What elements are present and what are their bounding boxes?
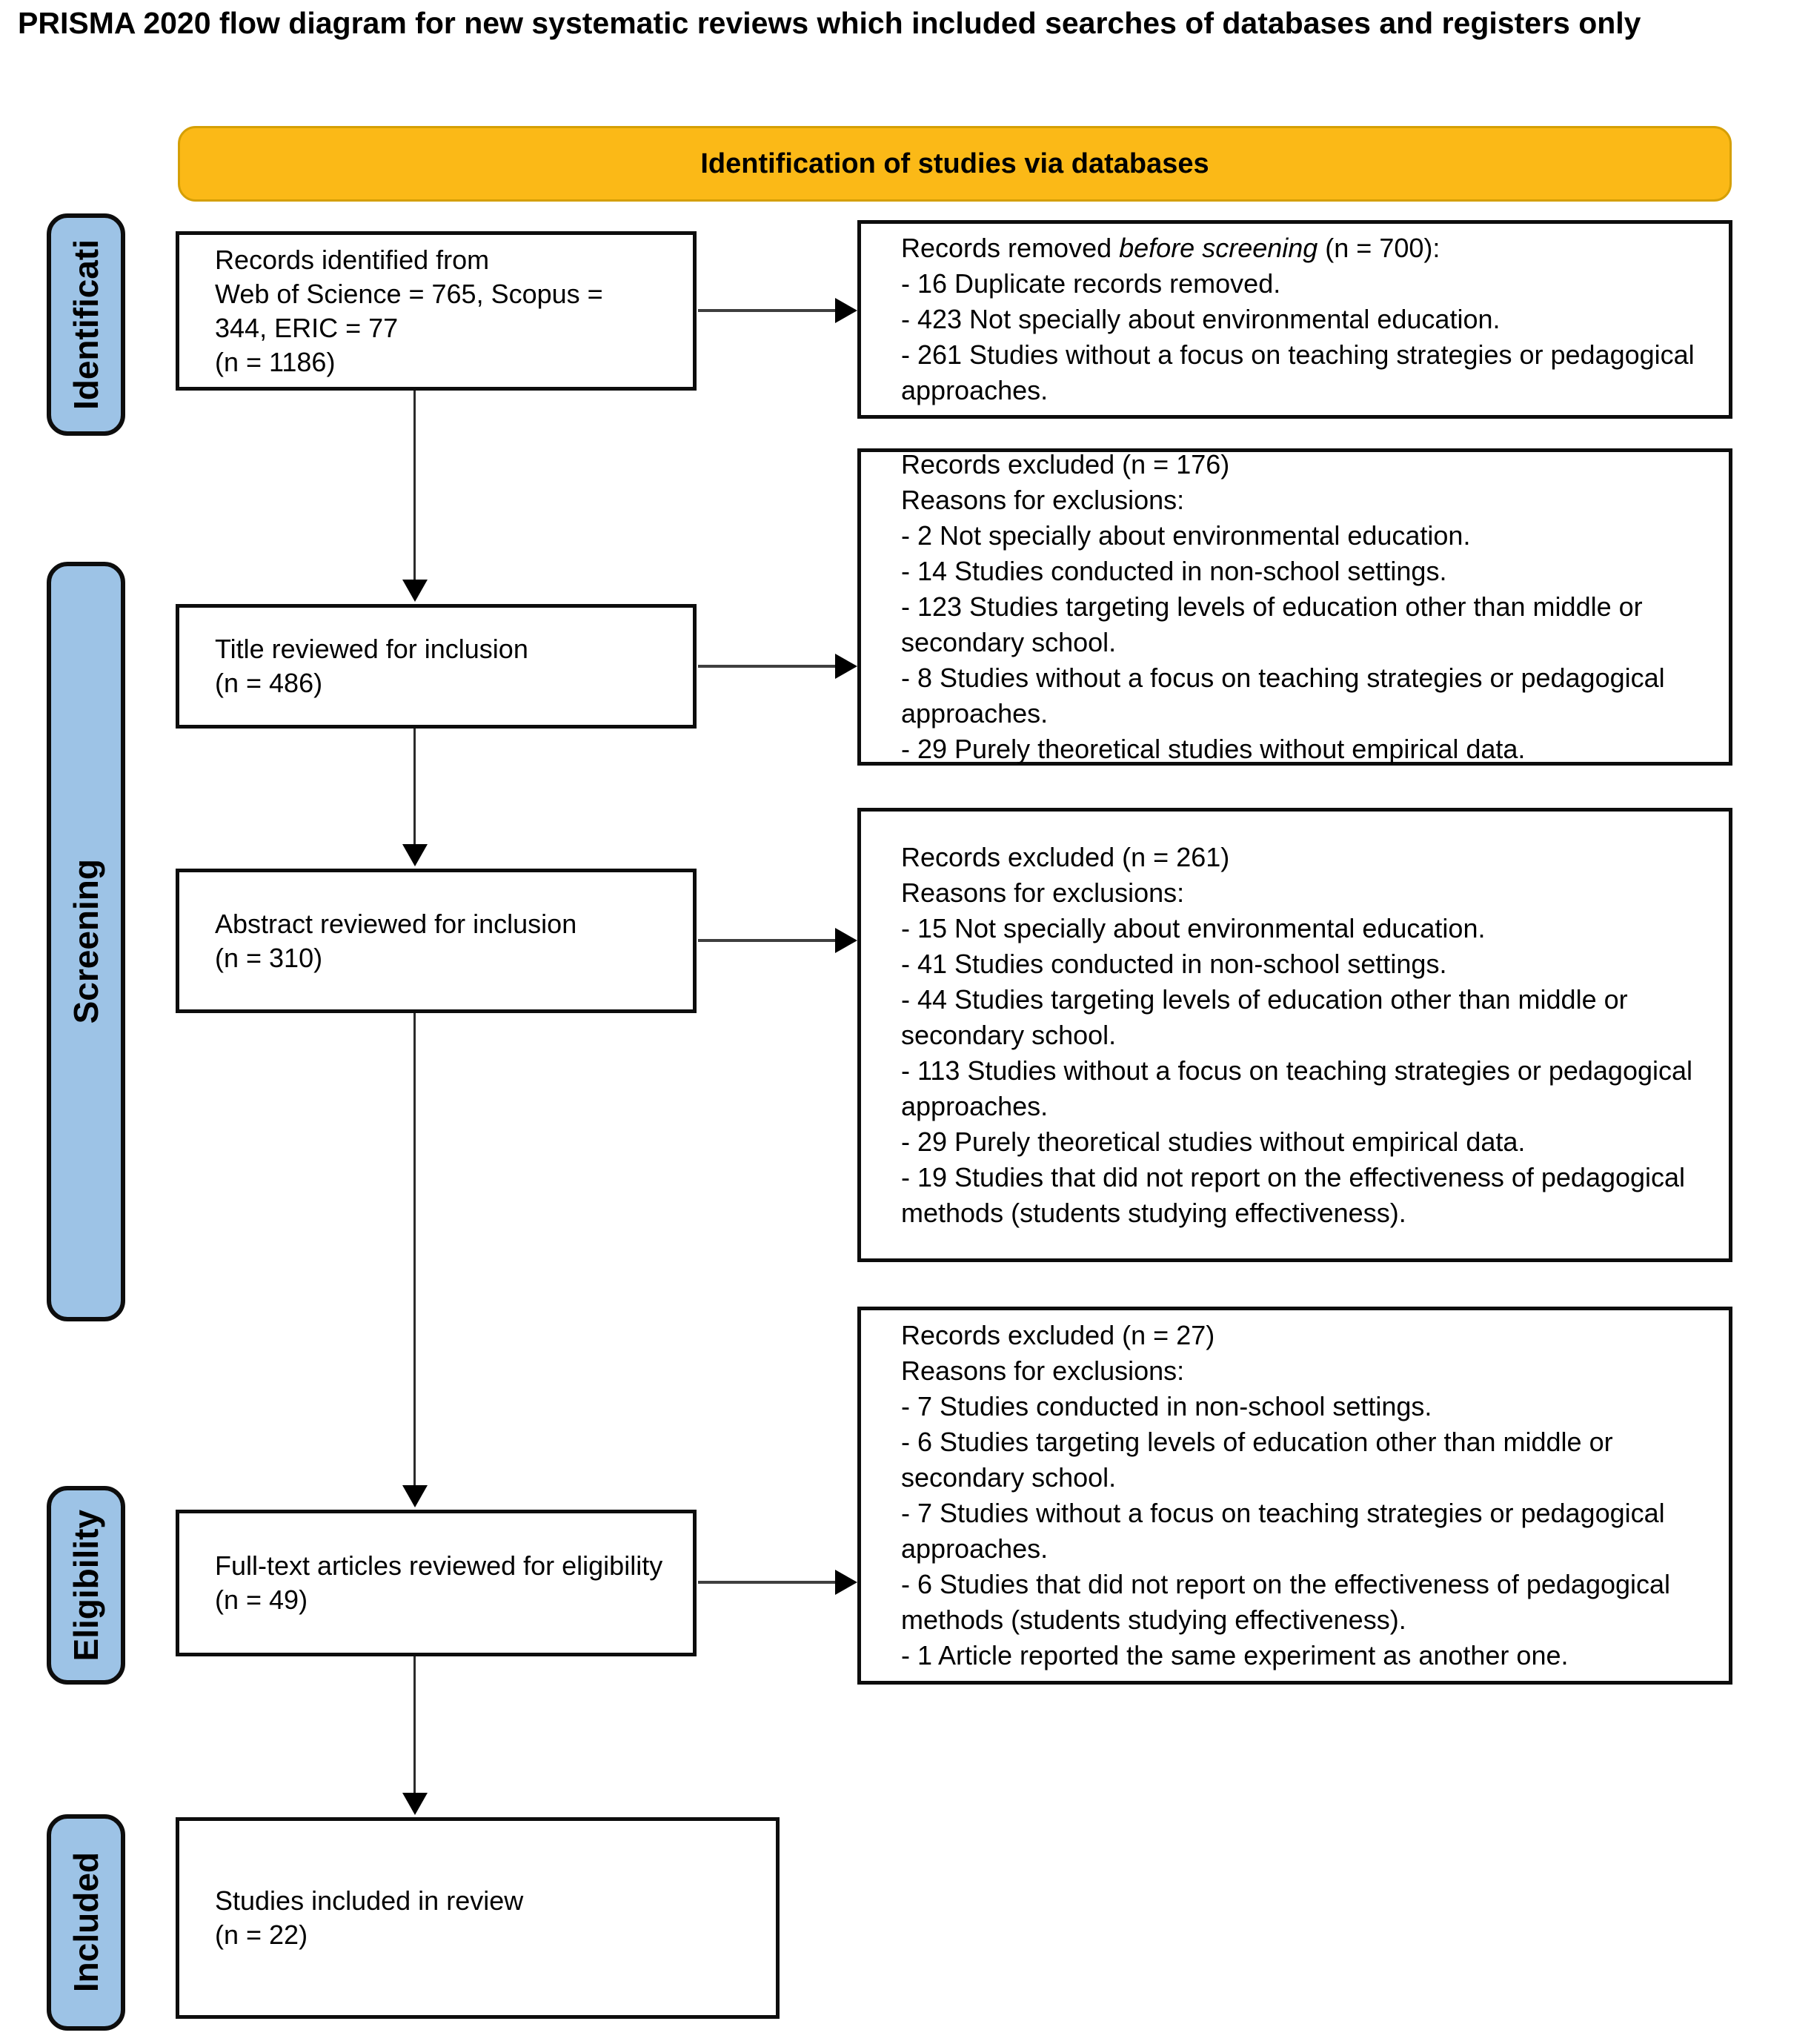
exclusion-header-italic: before screening [1119, 233, 1318, 263]
arrow-abstract-to-fulltext-head [402, 1485, 428, 1507]
exclusion-box-title-stage: Records excluded (n = 176) Reasons for e… [857, 448, 1732, 766]
arrow-identified-to-removed-line [698, 309, 837, 312]
flow-box-fulltext-reviewed: Full-text articles reviewed for eligibil… [176, 1510, 697, 1656]
arrow-fulltext-to-included-head [402, 1793, 428, 1815]
box-text-line: (n = 1186) [215, 346, 336, 377]
arrow-identified-to-title-head [402, 580, 428, 602]
arrow-identified-to-removed-head [835, 298, 857, 323]
stage-label-included: Included [47, 1814, 125, 2031]
exclusion-bullet: - 19 Studies that did not report on the … [901, 1161, 1686, 1228]
box-text-line: Title reviewed for inclusion [215, 634, 528, 664]
exclusion-bullet: - 1 Article reported the same experiment… [901, 1640, 1569, 1670]
exclusion-subheader: Reasons for exclusions: [901, 1356, 1185, 1386]
box-text-line: (n = 486) [215, 668, 323, 698]
exclusion-subheader: Reasons for exclusions: [901, 485, 1185, 515]
exclusion-bullet: - 8 Studies without a focus on teaching … [901, 663, 1665, 729]
exclusion-bullet: - 15 Not specially about environmental e… [901, 912, 1486, 943]
exclusion-bullet: - 6 Studies targeting levels of educatio… [901, 1427, 1613, 1493]
exclusion-bullet: - 14 Studies conducted in non-school set… [901, 556, 1447, 586]
exclusion-bullet: - 123 Studies targeting levels of educat… [901, 591, 1643, 657]
arrow-title-to-abstract-line [413, 729, 416, 844]
arrow-fulltext-to-excluded-head [835, 1570, 857, 1595]
box-text-line: Web of Science = 765, Scopus = [215, 278, 603, 309]
exclusion-bullet: - 7 Studies without a focus on teaching … [901, 1498, 1665, 1564]
arrow-title-to-excluded-head [835, 654, 857, 679]
exclusion-subheader: Reasons for exclusions: [901, 877, 1185, 908]
flow-box-studies-included: Studies included in review (n = 22) [176, 1817, 780, 2019]
exclusion-header: Records excluded (n = 176) [901, 449, 1230, 480]
flow-box-abstract-reviewed: Abstract reviewed for inclusion (n = 310… [176, 869, 697, 1013]
exclusion-bullet: - 113 Studies without a focus on teachin… [901, 1055, 1693, 1121]
page-title: PRISMA 2020 flow diagram for new systema… [18, 6, 1641, 40]
exclusion-header: Records excluded (n = 27) [901, 1320, 1215, 1350]
exclusion-bullet: - 2 Not specially about environmental ed… [901, 520, 1471, 551]
arrow-abstract-to-fulltext-line [413, 1013, 416, 1485]
exclusion-bullet: - 29 Purely theoretical studies without … [901, 734, 1526, 764]
exclusion-box-before-screening: Records removed before screening (n = 70… [857, 220, 1732, 419]
flow-box-records-identified: Records identified from Web of Science =… [176, 231, 697, 391]
box-text-line: Records identified from [215, 244, 490, 275]
exclusion-bullet: - 44 Studies targeting levels of educati… [901, 983, 1628, 1050]
exclusion-bullet: - 7 Studies conducted in non-school sett… [901, 1391, 1432, 1421]
exclusion-bullet: - 16 Duplicate records removed. [901, 268, 1281, 299]
arrow-title-to-abstract-head [402, 844, 428, 866]
exclusion-bullet: - 261 Studies without a focus on teachin… [901, 339, 1695, 405]
exclusion-bullet: - 41 Studies conducted in non-school set… [901, 948, 1447, 979]
box-text-line: (n = 49) [215, 1585, 308, 1615]
exclusion-header: Records removed before screening (n = 70… [901, 230, 1702, 266]
box-text-line: Full-text articles reviewed for eligibil… [215, 1550, 663, 1581]
stage-label-text: Eligibility [67, 1509, 105, 1662]
exclusion-header: Records excluded (n = 261) [901, 841, 1230, 872]
exclusion-header-prefix: Records removed [901, 233, 1120, 263]
banner: Identification of studies via databases [178, 126, 1732, 202]
box-text-line: (n = 310) [215, 942, 323, 973]
stage-label-text: Screening [67, 859, 105, 1024]
box-text-line: 344, ERIC = 77 [215, 312, 399, 343]
exclusion-bullet: - 6 Studies that did not report on the e… [901, 1569, 1671, 1635]
box-text-line: Abstract reviewed for inclusion [215, 908, 577, 939]
stage-label-eligibility: Eligibility [47, 1486, 125, 1685]
box-text-line: Studies included in review [215, 1885, 524, 1916]
arrow-identified-to-title-line [413, 391, 416, 580]
banner-label: Identification of studies via databases [700, 147, 1209, 179]
stage-label-text: Included [67, 1852, 105, 1993]
arrow-title-to-excluded-line [698, 665, 837, 668]
stage-label-text: Identificati [67, 239, 105, 411]
flow-box-title-reviewed: Title reviewed for inclusion (n = 486) [176, 604, 697, 729]
arrow-abstract-to-excluded-line [698, 939, 837, 942]
exclusion-box-fulltext-stage: Records excluded (n = 27) Reasons for ex… [857, 1307, 1732, 1685]
arrow-fulltext-to-included-line [413, 1656, 416, 1793]
arrow-abstract-to-excluded-head [835, 928, 857, 953]
stage-label-screening: Screening [47, 562, 125, 1321]
arrow-fulltext-to-excluded-line [698, 1581, 837, 1584]
exclusion-bullet: - 423 Not specially about environmental … [901, 304, 1501, 334]
exclusion-box-abstract-stage: Records excluded (n = 261) Reasons for e… [857, 808, 1732, 1262]
exclusion-header-suffix: (n = 700): [1317, 233, 1441, 263]
box-text-line: (n = 22) [215, 1919, 308, 1950]
exclusion-bullet: - 29 Purely theoretical studies without … [901, 1126, 1526, 1157]
stage-label-identification: Identificati [47, 213, 125, 436]
